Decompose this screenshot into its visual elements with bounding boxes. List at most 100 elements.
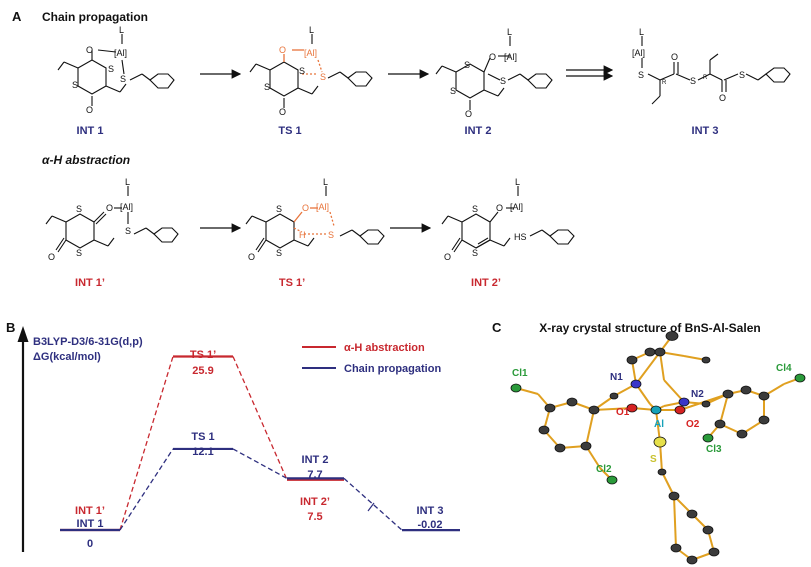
carbon-atom xyxy=(701,400,711,408)
svg-text:S: S xyxy=(320,72,326,82)
svg-text:O: O xyxy=(671,52,678,62)
int1-atoms: O O S S L [Al] S xyxy=(72,25,127,115)
chlorine-atom xyxy=(794,373,806,383)
svg-text:S: S xyxy=(464,60,470,70)
state-label-int2: INT 2 xyxy=(302,454,329,466)
svg-text:L: L xyxy=(507,27,512,37)
oxygen-atom xyxy=(674,405,686,415)
carbon-atom xyxy=(740,385,752,395)
crystal-title: X-ray crystal structure of BnS-Al-Salen xyxy=(539,321,760,335)
atom-label-n1: N1 xyxy=(610,372,623,383)
carbon-atom xyxy=(554,443,566,453)
svg-text:S: S xyxy=(72,80,78,90)
state-value-int2p: 7.5 xyxy=(307,511,322,523)
chlorine-atom xyxy=(606,475,618,485)
sulfur-atom xyxy=(653,436,667,448)
energy-connector-alpha-h-2 xyxy=(232,356,288,481)
state-value-int1: 0 xyxy=(87,538,93,550)
int1p-atoms: L O [Al] S S S O xyxy=(48,177,133,262)
svg-text:O: O xyxy=(86,105,93,115)
svg-text:[Al]: [Al] xyxy=(316,202,329,212)
label-int1p: INT 1’ xyxy=(75,277,105,289)
svg-text:S: S xyxy=(276,204,282,214)
energy-connector-chain-1 xyxy=(119,448,174,531)
carbon-atom xyxy=(657,468,667,476)
svg-text:S: S xyxy=(472,248,478,258)
atom-label-cl4: Cl4 xyxy=(776,363,792,374)
atom-label-cl1: Cl1 xyxy=(512,368,528,379)
carbon-atom xyxy=(654,347,666,357)
state-value-ts1p: 25.9 xyxy=(192,365,213,377)
svg-text:O: O xyxy=(106,203,113,213)
atom-label-o1: O1 xyxy=(616,407,630,418)
nitrogen-atom xyxy=(630,379,642,389)
label-int1: INT 1 xyxy=(77,125,104,137)
svg-text:S: S xyxy=(76,248,82,258)
svg-text:S: S xyxy=(638,70,644,80)
carbon-atom xyxy=(609,392,619,400)
state-label-int2p: INT 2’ xyxy=(300,496,330,508)
atom-label-cl2: Cl2 xyxy=(596,464,612,475)
ts1p-forming-bonds xyxy=(293,207,335,235)
svg-text:[Al]: [Al] xyxy=(504,52,517,62)
atom-label-al: Al xyxy=(654,419,664,430)
carbon-atom xyxy=(736,429,748,439)
svg-text:H: H xyxy=(299,230,306,240)
legend-label-chain: Chain propagation xyxy=(344,363,441,375)
panel-a: A Chain propagation O O S S L [Al] S xyxy=(12,9,791,289)
carbon-atom xyxy=(670,543,682,553)
atom-label-cl3: Cl3 xyxy=(706,444,722,455)
carbon-atom xyxy=(722,389,734,399)
ts1-forming-bonds xyxy=(283,49,323,75)
svg-text:O: O xyxy=(489,52,496,62)
carbon-atom xyxy=(566,397,578,407)
svg-text:L: L xyxy=(323,177,328,187)
state-label-ts1: TS 1 xyxy=(191,431,214,443)
state-label-int1: INT 1 xyxy=(77,518,104,530)
state-label-ts1p: TS 1’ xyxy=(190,349,216,361)
int3-structure xyxy=(641,36,791,105)
energy-diagram xyxy=(60,355,460,532)
atom-label-s: S xyxy=(650,454,657,465)
ts1p-atoms: L O [Al] H S S S O xyxy=(248,177,334,262)
ts1p-structure xyxy=(245,186,385,253)
carbon-atom xyxy=(588,405,600,415)
svg-text:[Al]: [Al] xyxy=(632,48,645,58)
state-label-int3: INT 3 xyxy=(417,505,444,517)
svg-text:S: S xyxy=(328,230,334,240)
svg-text:L: L xyxy=(125,177,130,187)
int2-atoms: L O [Al] S S S O xyxy=(450,27,517,119)
crystal-atoms xyxy=(510,331,806,565)
atom-label-n2: N2 xyxy=(691,389,704,400)
panel-c-label: C xyxy=(492,320,502,335)
carbon-atom xyxy=(644,347,656,357)
label-int3: INT 3 xyxy=(692,125,719,137)
oxygen-atom xyxy=(626,403,638,413)
svg-text:R: R xyxy=(703,75,708,81)
svg-text:S: S xyxy=(76,204,82,214)
int1p-structure xyxy=(45,186,179,253)
carbon-atom xyxy=(668,491,680,501)
svg-text:[Al]: [Al] xyxy=(304,48,317,58)
svg-text:L: L xyxy=(309,25,314,35)
svg-text:S: S xyxy=(450,86,456,96)
svg-text:S: S xyxy=(120,74,126,84)
svg-text:O: O xyxy=(279,107,286,117)
svg-text:O: O xyxy=(279,45,286,55)
label-ts1p: TS 1’ xyxy=(279,277,305,289)
step-break-mark xyxy=(367,502,375,512)
svg-text:HS: HS xyxy=(514,232,527,242)
svg-text:S: S xyxy=(264,82,270,92)
state-labels: INT 1’ INT 1 0 TS 1’ 25.9 TS 1 12.1 INT … xyxy=(75,349,443,550)
alpha-h-title: α-H abstraction xyxy=(42,153,130,167)
legend-label-alpha-h: α-H abstraction xyxy=(344,342,425,354)
label-int2p: INT 2’ xyxy=(471,277,501,289)
svg-text:[Al]: [Al] xyxy=(120,202,133,212)
chlorine-atom xyxy=(510,383,522,393)
aluminium-atom xyxy=(650,405,662,415)
chlorine-atom xyxy=(702,433,714,443)
carbon-atom xyxy=(544,403,556,413)
energy-connector-chain-3 xyxy=(343,477,403,531)
svg-text:[Al]: [Al] xyxy=(510,202,523,212)
energy-connector-chain-2 xyxy=(232,448,288,479)
